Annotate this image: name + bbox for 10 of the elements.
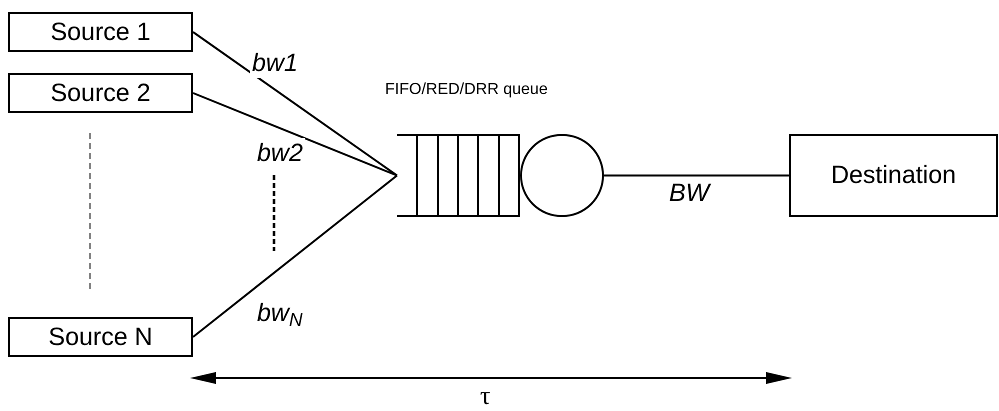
connector-line [192,31,398,176]
destination-box: Destination [789,134,998,217]
source-box: Source 2 [8,73,193,113]
delay-symbol: τ [480,382,490,410]
connector-line [192,174,398,338]
connector-line [192,92,398,176]
queue-label: FIFO/RED/DRR queue [385,80,548,100]
source-box: Source 1 [8,12,193,52]
connector-line [604,174,789,176]
source-box: Source N [8,317,193,357]
